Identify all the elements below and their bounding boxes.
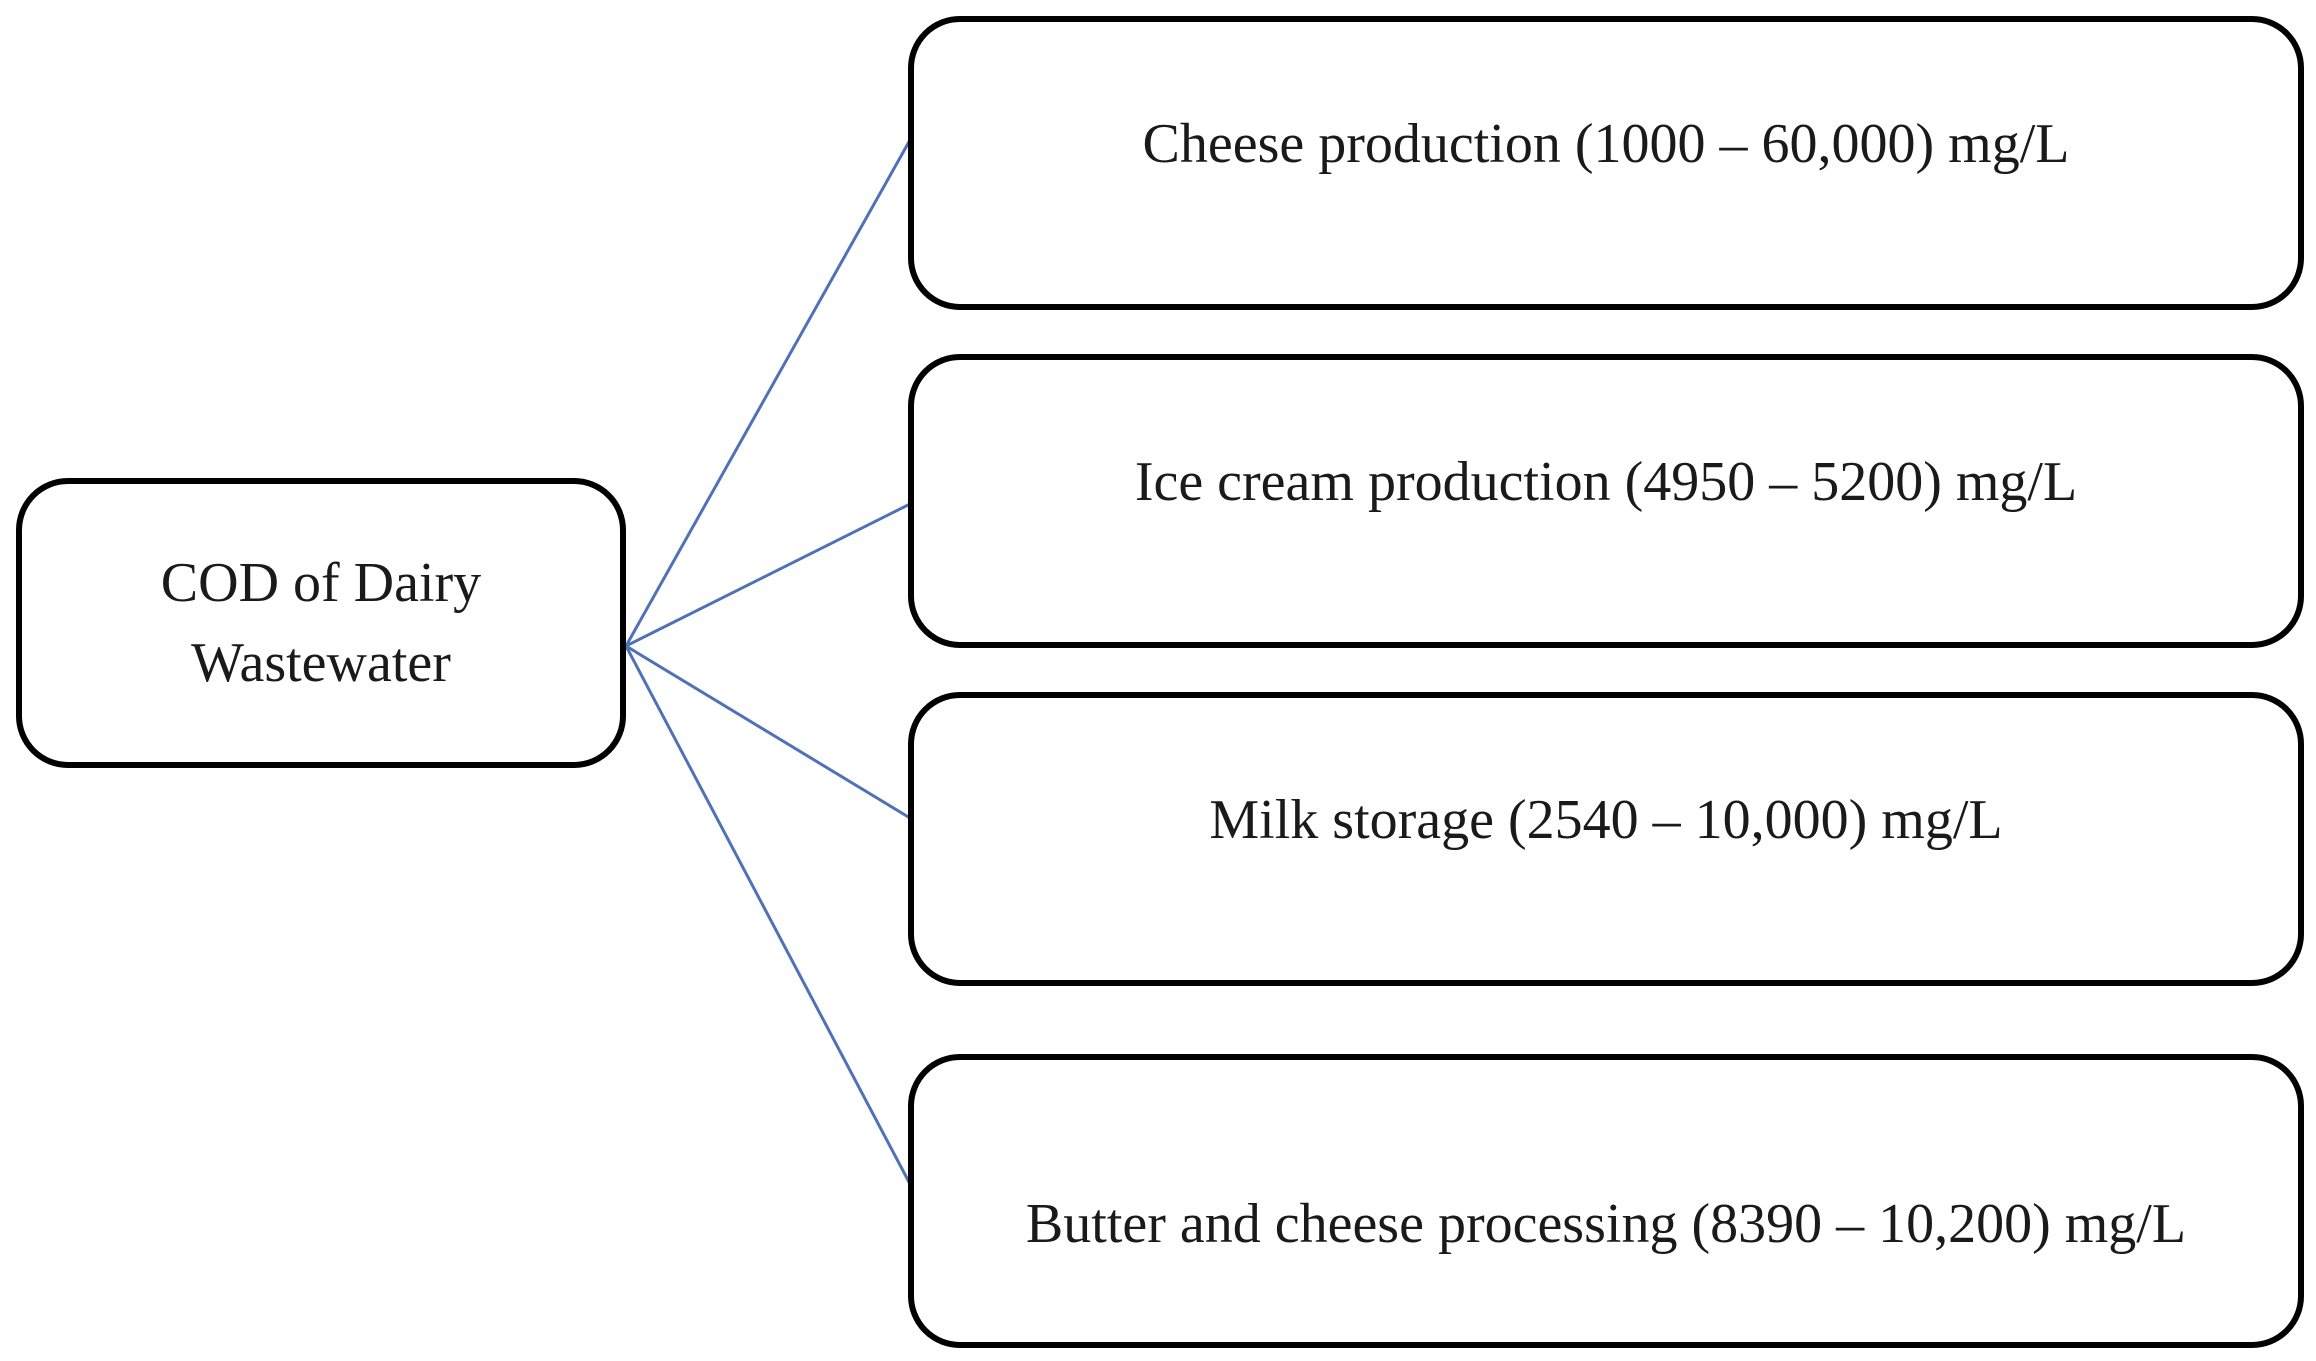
leaf-node-label: Milk storage (2540 – 10,000) mg/L <box>1209 789 2003 851</box>
connector-line-ice-cream <box>625 502 911 648</box>
root-node-cod-dairy-wastewater: COD of Dairy Wastewater <box>16 478 626 768</box>
root-node-label: COD of Dairy Wastewater <box>22 484 620 762</box>
leaf-node-ice-cream-production: Ice cream production (4950 – 5200) mg/L <box>908 354 2304 648</box>
leaf-node-label: Butter and cheese processing (8390 – 10,… <box>1025 1193 2187 1255</box>
connector-line-milk-storage <box>625 644 911 820</box>
leaf-node-label: Cheese production (1000 – 60,000) mg/L <box>1142 113 2070 175</box>
root-node-label-line-1: COD of Dairy <box>160 552 482 614</box>
leaf-node-milk-storage: Milk storage (2540 – 10,000) mg/L <box>908 692 2304 986</box>
root-node-label-line-2: Wastewater <box>191 632 451 694</box>
connector-line-butter <box>624 645 912 1185</box>
leaf-node-cheese-production: Cheese production (1000 – 60,000) mg/L <box>908 16 2304 310</box>
leaf-node-butter-cheese-processing: Butter and cheese processing (8390 – 10,… <box>908 1054 2304 1348</box>
connector-line-cheese <box>624 139 912 647</box>
leaf-node-label: Ice cream production (4950 – 5200) mg/L <box>1134 451 2078 513</box>
